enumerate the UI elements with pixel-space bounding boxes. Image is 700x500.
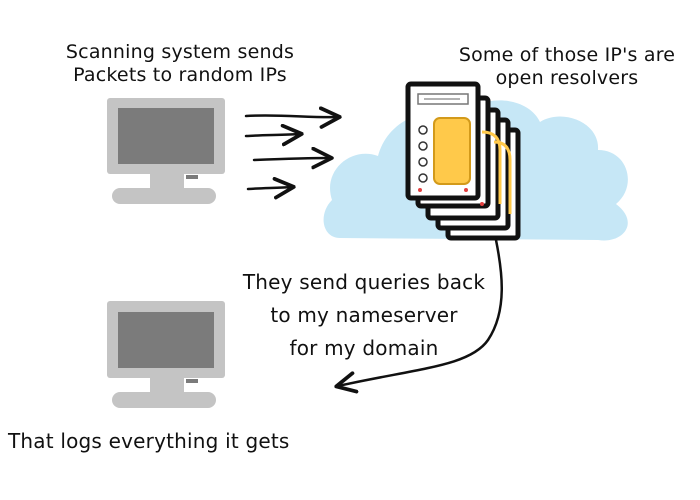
server-stack-icon xyxy=(405,81,521,241)
scanner-computer-icon xyxy=(107,98,225,204)
resolvers-label: Some of those IP's are open resolvers xyxy=(438,44,696,90)
scanner-label-line-1: Scanning system sends xyxy=(65,41,295,63)
query-arrow xyxy=(334,238,503,394)
packet-arrow xyxy=(244,123,304,147)
logger-label: That logs everything it gets xyxy=(8,429,290,453)
scanner-label-line-2: Packets to random IPs xyxy=(73,64,287,86)
packet-arrow xyxy=(246,176,296,200)
packet-arrow xyxy=(252,146,334,170)
resolvers-label-line-2: open resolvers xyxy=(495,67,639,89)
packet-arrows xyxy=(244,106,342,200)
resolvers-label-line-1: Some of those IP's are xyxy=(458,44,676,66)
nameserver-computer-icon xyxy=(107,301,225,408)
packet-arrow xyxy=(244,106,342,129)
scanner-label: Scanning system sends Packets to random … xyxy=(50,41,310,87)
queries-label-line-2: to my nameserver xyxy=(270,303,458,327)
queries-label: They send queries back to my nameserver … xyxy=(224,266,504,365)
queries-label-line-1: They send queries back xyxy=(242,270,486,294)
queries-label-line-3: for my domain xyxy=(289,336,439,360)
